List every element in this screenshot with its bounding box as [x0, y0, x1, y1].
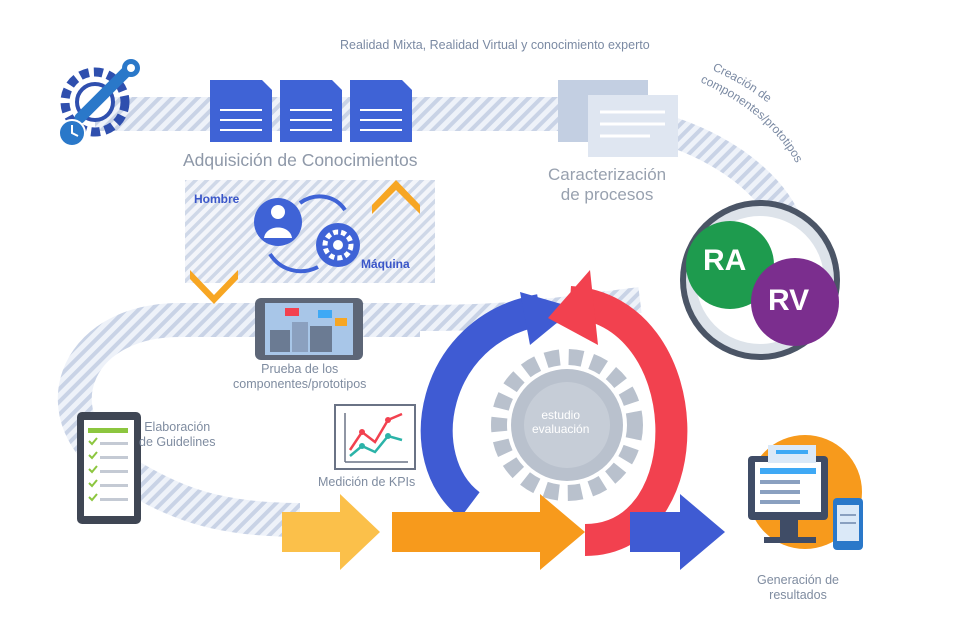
document-icon — [350, 80, 412, 142]
arrow-orange — [392, 494, 585, 570]
elaboracion-label: Elaboración de Guidelines — [139, 420, 215, 450]
phone-icon — [833, 498, 863, 550]
gear-wrench-icon — [58, 59, 140, 147]
caracterizacion-line-1: Caracterización — [548, 165, 667, 184]
ra-badge-label: RA — [703, 244, 747, 277]
elaboracion-line-1: Elaboración — [144, 420, 211, 434]
chevron-up-icon — [372, 180, 420, 214]
checklist-icon — [77, 412, 141, 524]
document-icon — [210, 80, 272, 142]
cycle-blue-arc — [420, 294, 544, 518]
process-document-icon — [558, 80, 678, 157]
caracterizacion-line-2: de procesos — [560, 185, 654, 205]
central-cycle — [420, 270, 688, 556]
ra-circle — [686, 221, 774, 309]
gear-icon — [316, 223, 360, 267]
maquina-label: Máquina — [361, 257, 410, 271]
prueba-line-1: Prueba de los — [261, 362, 339, 376]
kpi-label: Medición de KPIs — [318, 475, 416, 489]
generacion-label: Generación de resultados — [757, 573, 839, 603]
gear-icon — [491, 349, 643, 501]
elaboracion-line-2: de Guidelines — [139, 435, 216, 449]
cycle-red-head — [548, 270, 598, 345]
tablet-icon — [255, 298, 363, 360]
arrow-blue — [630, 494, 725, 570]
arrow-light-orange — [282, 494, 380, 570]
cycle-arrow-top — [298, 194, 347, 212]
chevron-down-icon — [190, 270, 238, 304]
document-icon — [280, 80, 342, 142]
ra-rv-badge — [680, 200, 840, 360]
prueba-line-2: componentes/prototipos — [233, 377, 367, 391]
adquisicion-label: Adquisición de Conocimientos — [183, 150, 418, 170]
estudio-line-1: estudio — [541, 408, 581, 422]
results-illustration — [748, 435, 863, 550]
rv-badge-label: RV — [768, 284, 810, 317]
cycle-red-arc — [568, 286, 688, 556]
estudio-label: estudio evaluación — [532, 408, 589, 437]
kpi-chart-icon — [334, 404, 416, 470]
cycle-arrow-bottom — [268, 252, 319, 274]
generacion-line-2: resultados — [769, 588, 827, 602]
generacion-line-1: Generación de — [757, 573, 840, 587]
diagram-title: Realidad Mixta, Realidad Virtual y conoc… — [340, 38, 650, 52]
prueba-label: Prueba de los componentes/prototipos — [233, 362, 366, 392]
caracterizacion-label: Caracterización de procesos — [548, 165, 666, 206]
person-icon — [254, 198, 302, 246]
monitor-icon — [748, 456, 828, 543]
estudio-line-2: evaluación — [532, 422, 590, 437]
rv-circle — [751, 258, 839, 346]
hombre-label: Hombre — [194, 192, 240, 206]
